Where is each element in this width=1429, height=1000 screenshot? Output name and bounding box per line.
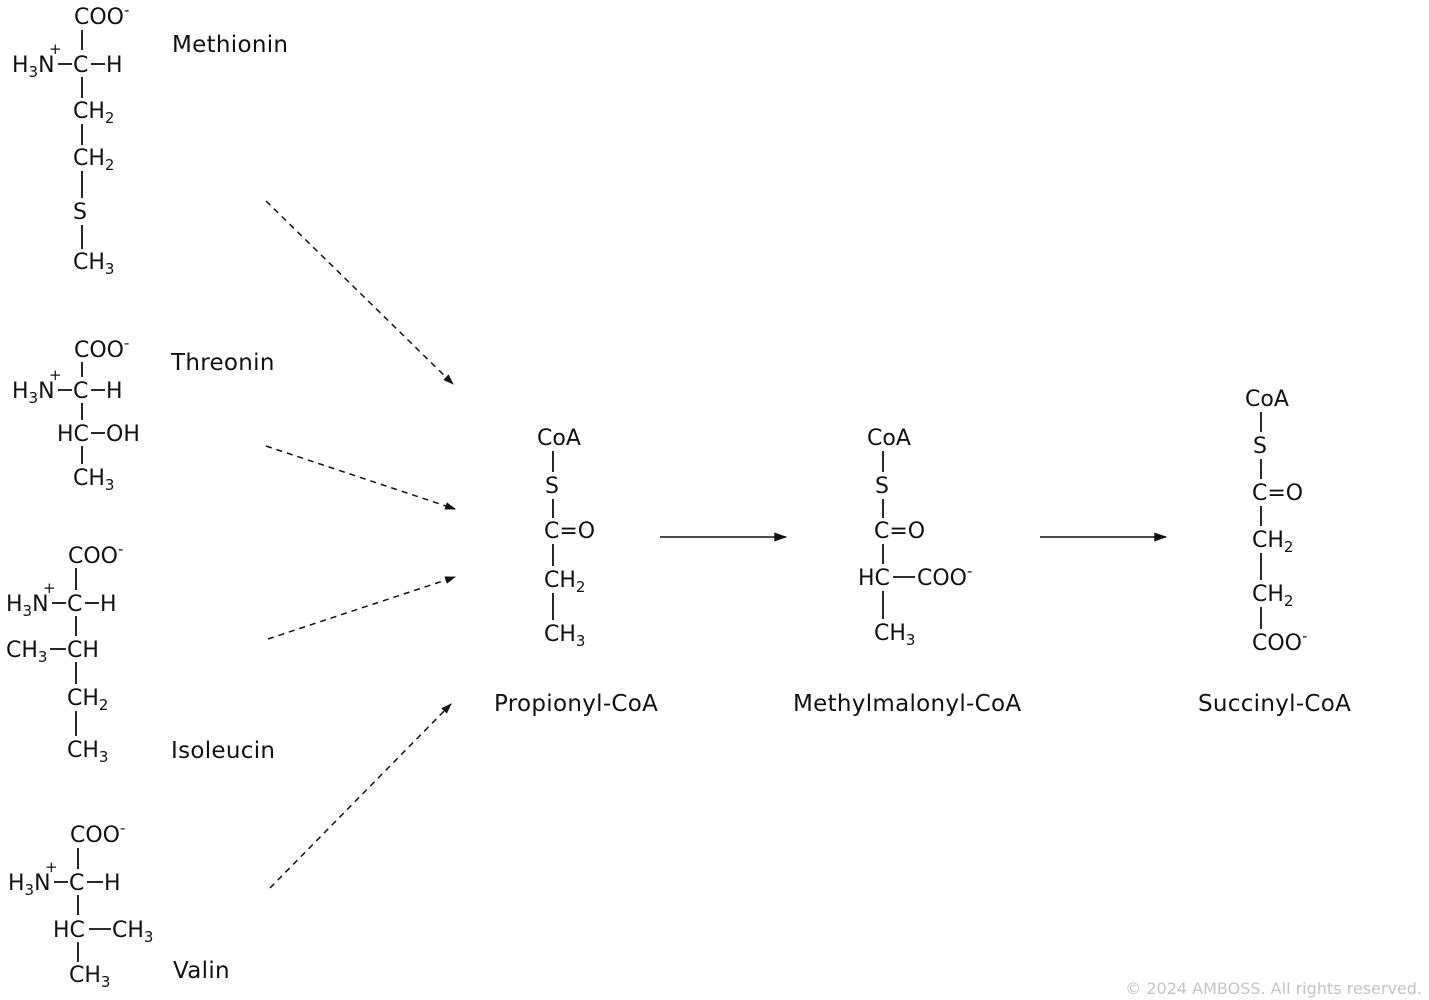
- positive-charge: +: [45, 858, 58, 876]
- carbonyl-group: C=O: [544, 519, 595, 544]
- alpha-hydrogen: H: [100, 592, 117, 617]
- isoleucine-arrow: [267, 576, 457, 640]
- hydroxyl-group: OH: [106, 422, 140, 447]
- propionyl-coa-label: Propionyl-CoA: [494, 691, 658, 717]
- ch3-group: CH3: [73, 250, 114, 278]
- methylmalonyl-coa-structure: CoA S C=O HC COO- CH3: [858, 426, 972, 649]
- ch3-group: CH3: [73, 466, 114, 494]
- isoleucine-label: Isoleucin: [171, 738, 275, 764]
- carboxylate-group: COO-: [1252, 627, 1307, 656]
- alpha-hydrogen: H: [104, 871, 121, 896]
- valine-structure: COO- H3N + C H HC CH3 CH3: [8, 819, 153, 991]
- coa-group: CoA: [537, 426, 581, 451]
- copyright-notice: © 2024 AMBOSS. All rights reserved.: [1125, 979, 1422, 998]
- positive-charge: +: [43, 579, 56, 597]
- ch3-group: CH3: [67, 738, 108, 766]
- ch2-group: CH2: [73, 146, 114, 174]
- alpha-hydrogen: H: [106, 53, 123, 78]
- threonine-label: Threonin: [170, 350, 275, 376]
- ch3-group: CH3: [6, 638, 47, 666]
- succinyl-coa-label: Succinyl-CoA: [1198, 691, 1351, 717]
- beta-carbon: HC: [57, 422, 89, 447]
- ch3-group: CH3: [874, 621, 915, 649]
- amino-group: H3N: [8, 871, 51, 899]
- sulfur-atom: S: [73, 200, 87, 225]
- threonine-arrow: [265, 445, 457, 510]
- amino-group: H3N: [12, 379, 55, 407]
- carbonyl-group: C=O: [1252, 481, 1303, 506]
- ch3-group: CH3: [544, 622, 585, 650]
- alpha-hydrogen: H: [106, 379, 123, 404]
- ch3-group: CH3: [69, 963, 110, 991]
- valine-arrow: [269, 703, 452, 889]
- positive-charge: +: [49, 40, 62, 58]
- alpha-carbon: C: [69, 871, 84, 896]
- ch2-group: CH2: [67, 686, 108, 714]
- amino-group: H3N: [12, 53, 55, 81]
- carboxylate-group: COO-: [74, 334, 129, 363]
- methionine-arrow: [265, 200, 454, 385]
- isoleucine-structure: COO- H3N + C H CH3 CH CH2 CH3: [6, 540, 123, 766]
- alpha-carbon: C: [67, 592, 82, 617]
- carboxylate-group: COO-: [70, 819, 125, 848]
- carboxylate-group: COO-: [68, 540, 123, 569]
- methionine-structure: COO- H3N + C H CH2 CH2 S CH3: [12, 1, 129, 278]
- ch2-group: CH2: [73, 99, 114, 127]
- succinyl-coa-structure: CoA S C=O CH2 CH2 COO-: [1245, 387, 1307, 656]
- alpha-carbon: C: [73, 379, 88, 404]
- ch2-group: CH2: [544, 568, 585, 596]
- carboxylate-group: COO-: [74, 1, 129, 30]
- beta-carbon: CH: [67, 638, 99, 663]
- valine-label: Valin: [173, 958, 230, 984]
- coa-group: CoA: [867, 426, 911, 451]
- positive-charge: +: [49, 366, 62, 384]
- sulfur-atom: S: [1253, 434, 1267, 459]
- methylmalonyl-coa-label: Methylmalonyl-CoA: [793, 691, 1021, 717]
- beta-carbon: HC: [53, 918, 85, 943]
- alpha-carbon: HC: [858, 566, 890, 591]
- sulfur-atom: S: [875, 474, 889, 499]
- alpha-carbon: C: [73, 53, 88, 78]
- carbonyl-group: C=O: [874, 519, 925, 544]
- ch3-group: CH3: [112, 918, 153, 946]
- amino-group: H3N: [6, 592, 49, 620]
- carboxylate-group: COO-: [917, 562, 972, 591]
- threonine-structure: COO- H3N + C H HC OH CH3: [12, 334, 140, 494]
- methionine-label: Methionin: [172, 32, 288, 58]
- propionyl-coa-structure: CoA S C=O CH2 CH3: [537, 426, 595, 650]
- coa-group: CoA: [1245, 387, 1289, 412]
- sulfur-atom: S: [545, 474, 559, 499]
- ch2-group: CH2: [1252, 528, 1293, 556]
- ch2-group: CH2: [1252, 582, 1293, 610]
